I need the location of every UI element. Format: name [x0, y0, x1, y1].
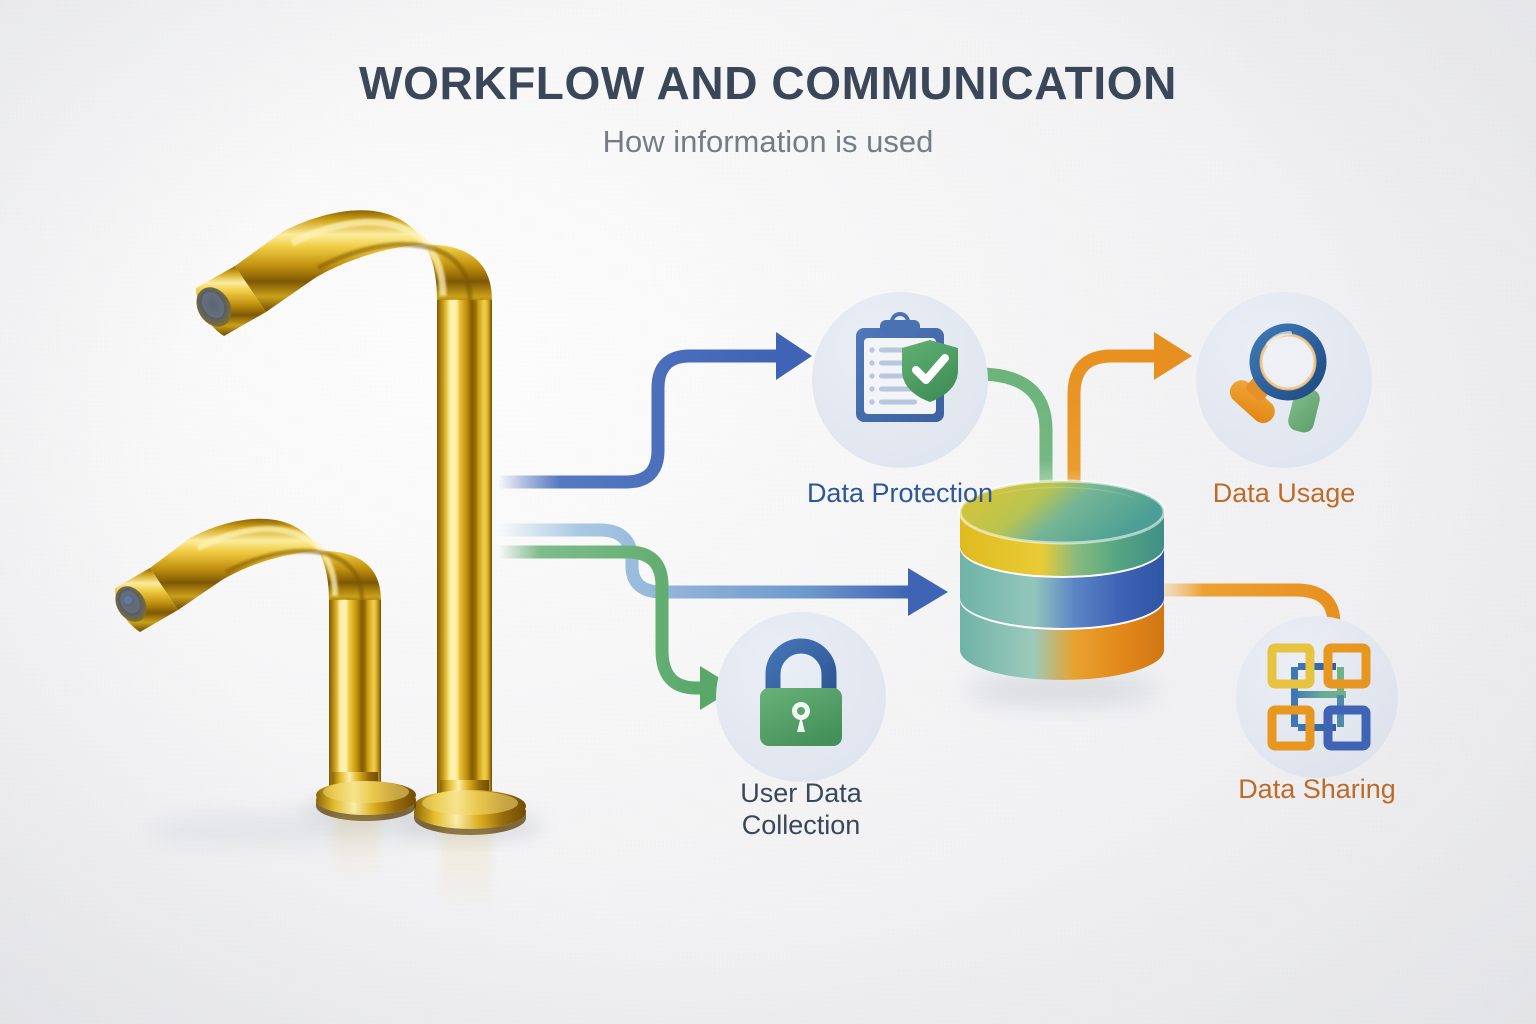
node-label-user-data-collection: User Data Collection: [740, 778, 862, 840]
node-label-data-sharing: Data Sharing: [1238, 774, 1396, 804]
network-nodes-icon: [1267, 643, 1371, 751]
node-user-data-collection[interactable]: User Data Collection: [716, 612, 886, 840]
padlock-icon: [760, 638, 842, 746]
node-data-usage[interactable]: Data Usage: [1196, 292, 1372, 508]
magnifying-glass-icon: [1229, 323, 1327, 433]
connector-faucet-to-database: [491, 523, 948, 616]
page-subtitle: How information is used: [602, 124, 934, 159]
connector-faucet-to-data-protection: [491, 332, 812, 489]
page-title: WORKFLOW AND COMMUNICATION: [359, 57, 1177, 109]
node-data-protection[interactable]: Data Protection: [807, 292, 993, 508]
node-data-sharing[interactable]: Data Sharing: [1236, 616, 1398, 804]
node-label-data-protection: Data Protection: [806, 478, 994, 508]
node-label-data-usage: Data Usage: [1212, 478, 1356, 508]
connector-faucet-to-user-data-collection: [491, 545, 736, 710]
clipboard-shield-check-icon: [856, 312, 958, 422]
